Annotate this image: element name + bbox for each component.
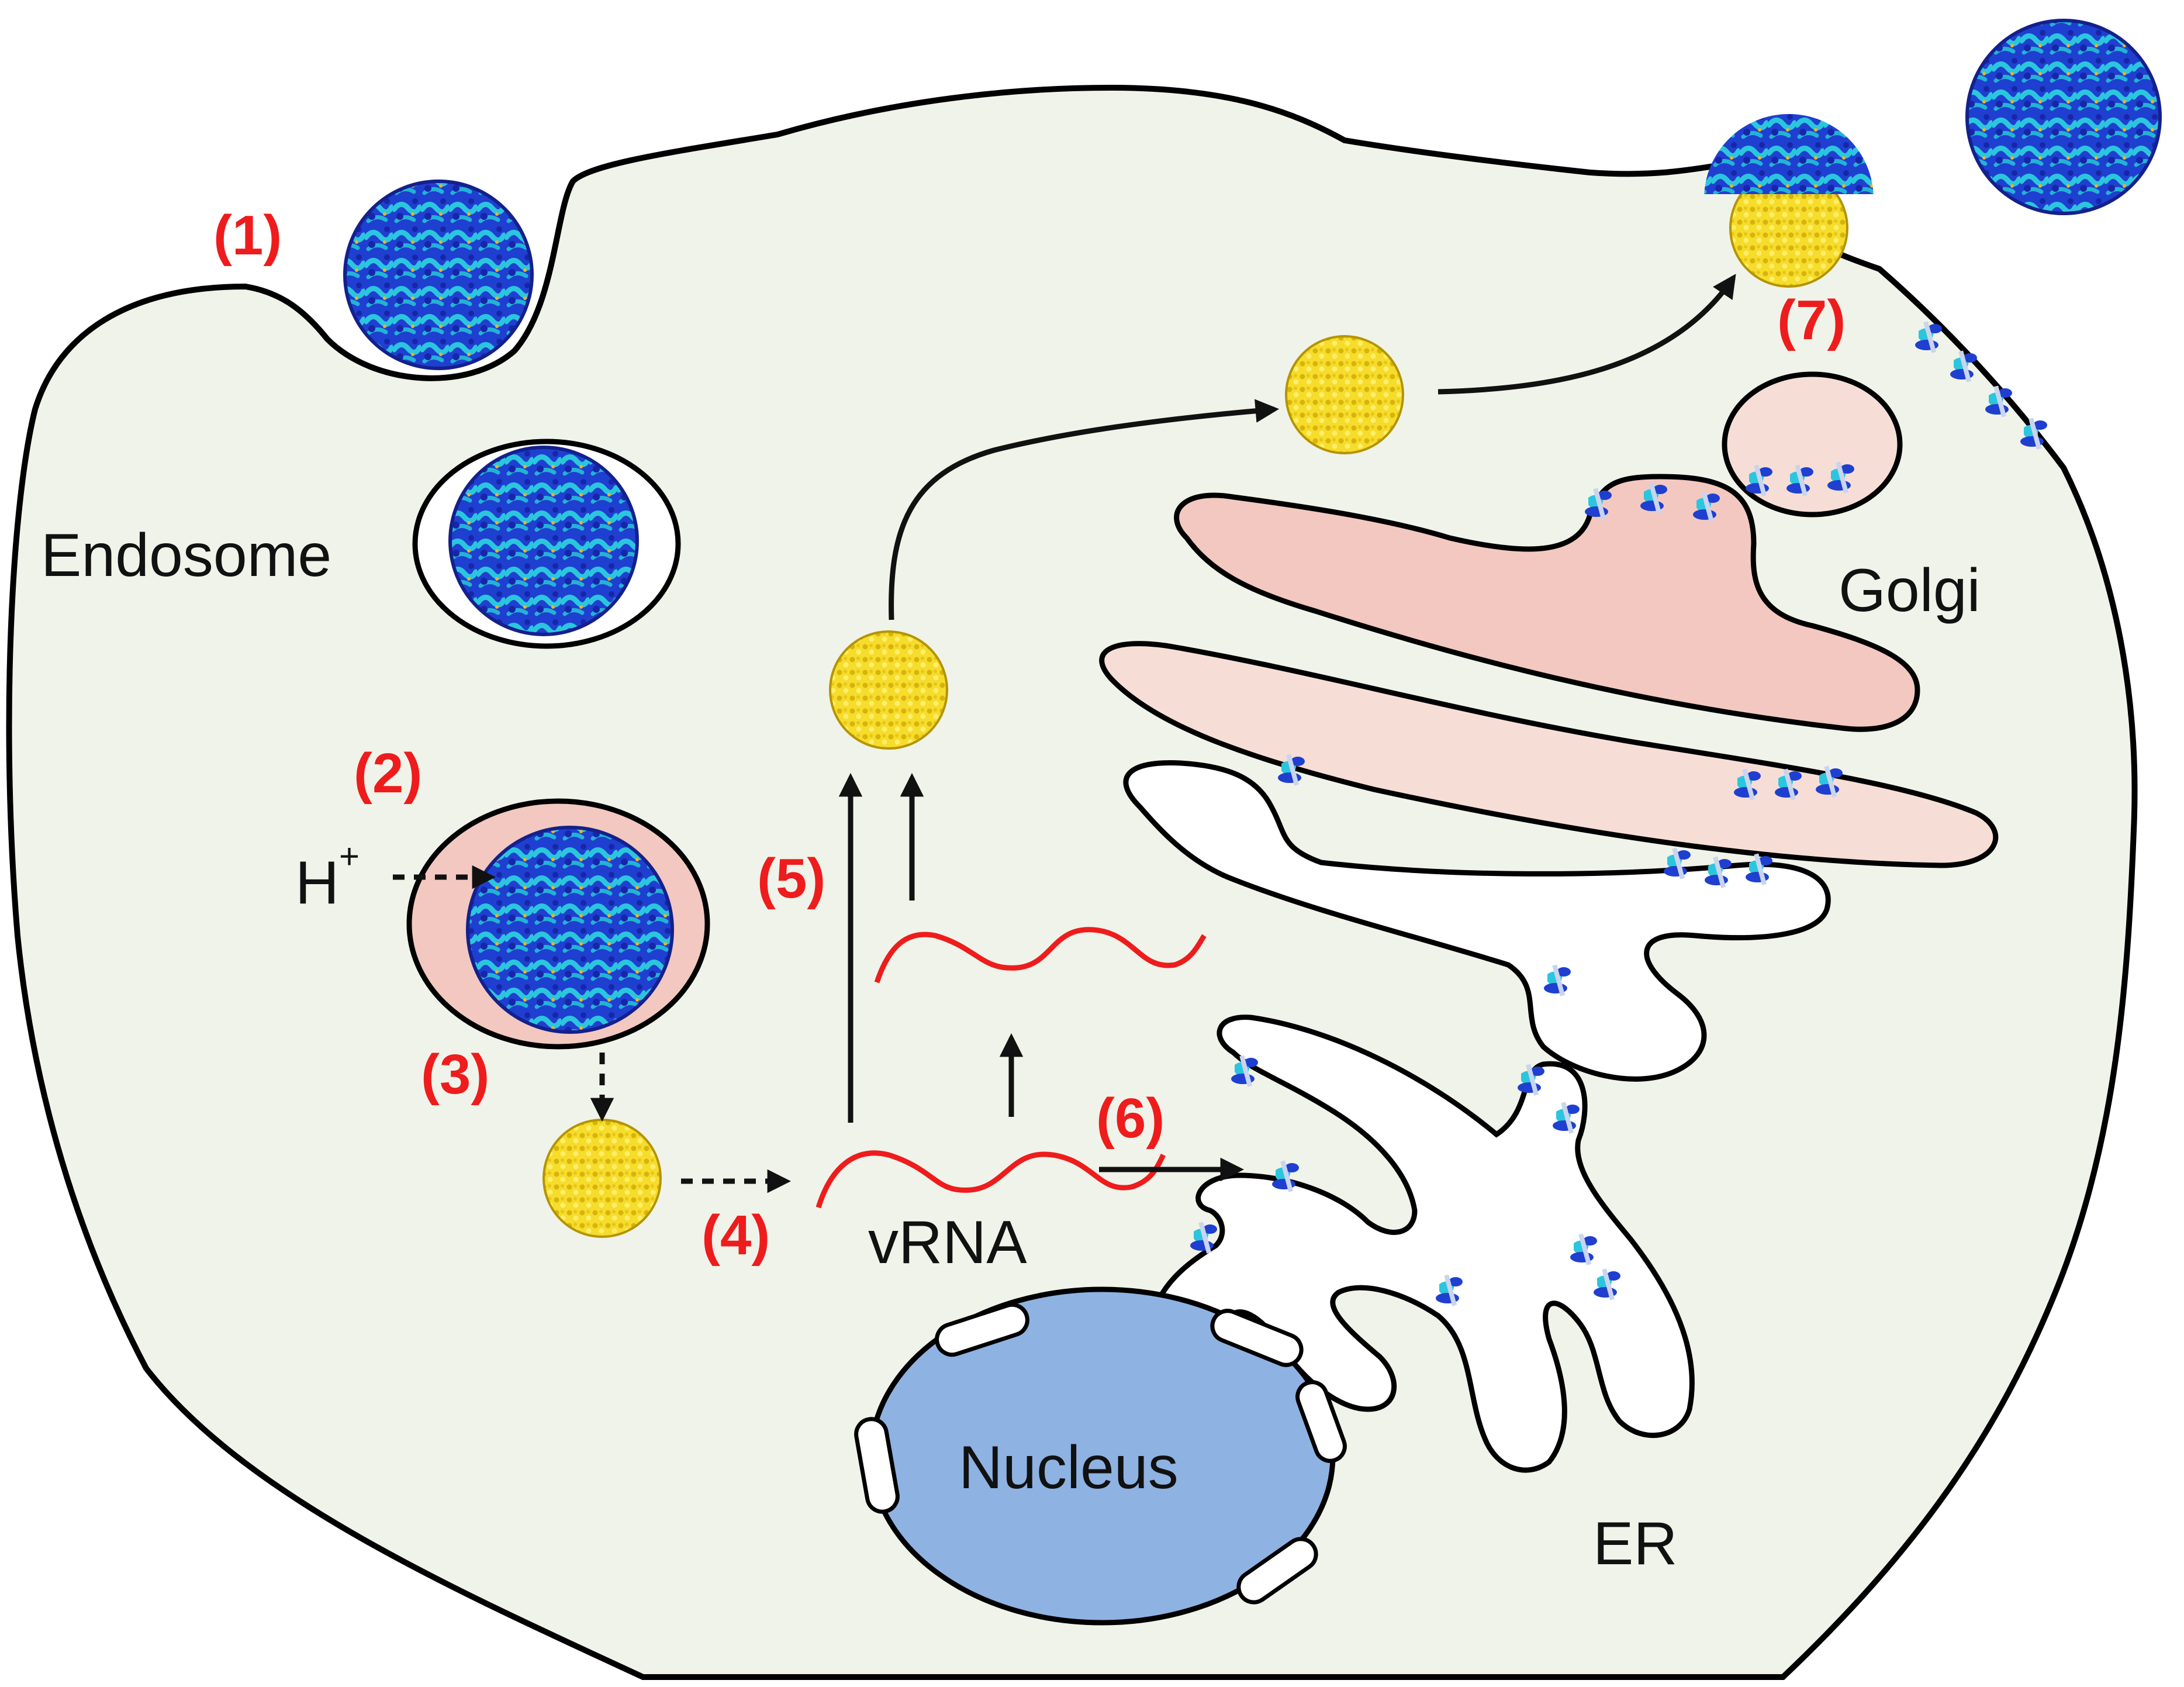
capsid-icon — [542, 1119, 662, 1238]
capsid-icon — [829, 630, 948, 750]
label-golgi: Golgi — [1839, 557, 1981, 625]
step-label-4: (4) — [701, 1204, 770, 1267]
virion-icon — [466, 826, 674, 1034]
endoplasmic-reticulum — [1148, 1015, 1695, 1473]
step-label-1: (1) — [213, 204, 282, 267]
virion-icon — [448, 446, 639, 636]
capsid-icon — [1285, 335, 1404, 454]
step-label-5: (5) — [757, 847, 825, 910]
virion-icon — [343, 180, 534, 370]
pathway-arrows — [393, 274, 1736, 1193]
budding-virion — [1704, 114, 1874, 288]
step-label-3: (3) — [421, 1043, 489, 1106]
label-endosome: Endosome — [41, 522, 331, 589]
vrna-strand — [815, 1150, 1166, 1209]
vrna-strand-replicated — [874, 927, 1207, 984]
golgi-cisterna-bottom — [1123, 760, 1831, 1082]
virion-icon — [1965, 19, 2162, 215]
label-proton: H — [295, 849, 339, 917]
nuclear-pores — [854, 1302, 1347, 1605]
label-nucleus: Nucleus — [959, 1434, 1179, 1502]
step-label-7: (7) — [1777, 289, 1846, 351]
label-proton-charge: + — [339, 837, 360, 876]
step-label-6: (6) — [1096, 1087, 1164, 1150]
label-er: ER — [1593, 1510, 1677, 1578]
golgi-cisterna-top — [1174, 474, 1920, 732]
golgi-cisterna-middle — [1099, 641, 1999, 868]
label-vrna: vRNA — [868, 1209, 1027, 1277]
step-label-2: (2) — [354, 742, 422, 805]
secretory-vesicle — [1722, 371, 1903, 518]
